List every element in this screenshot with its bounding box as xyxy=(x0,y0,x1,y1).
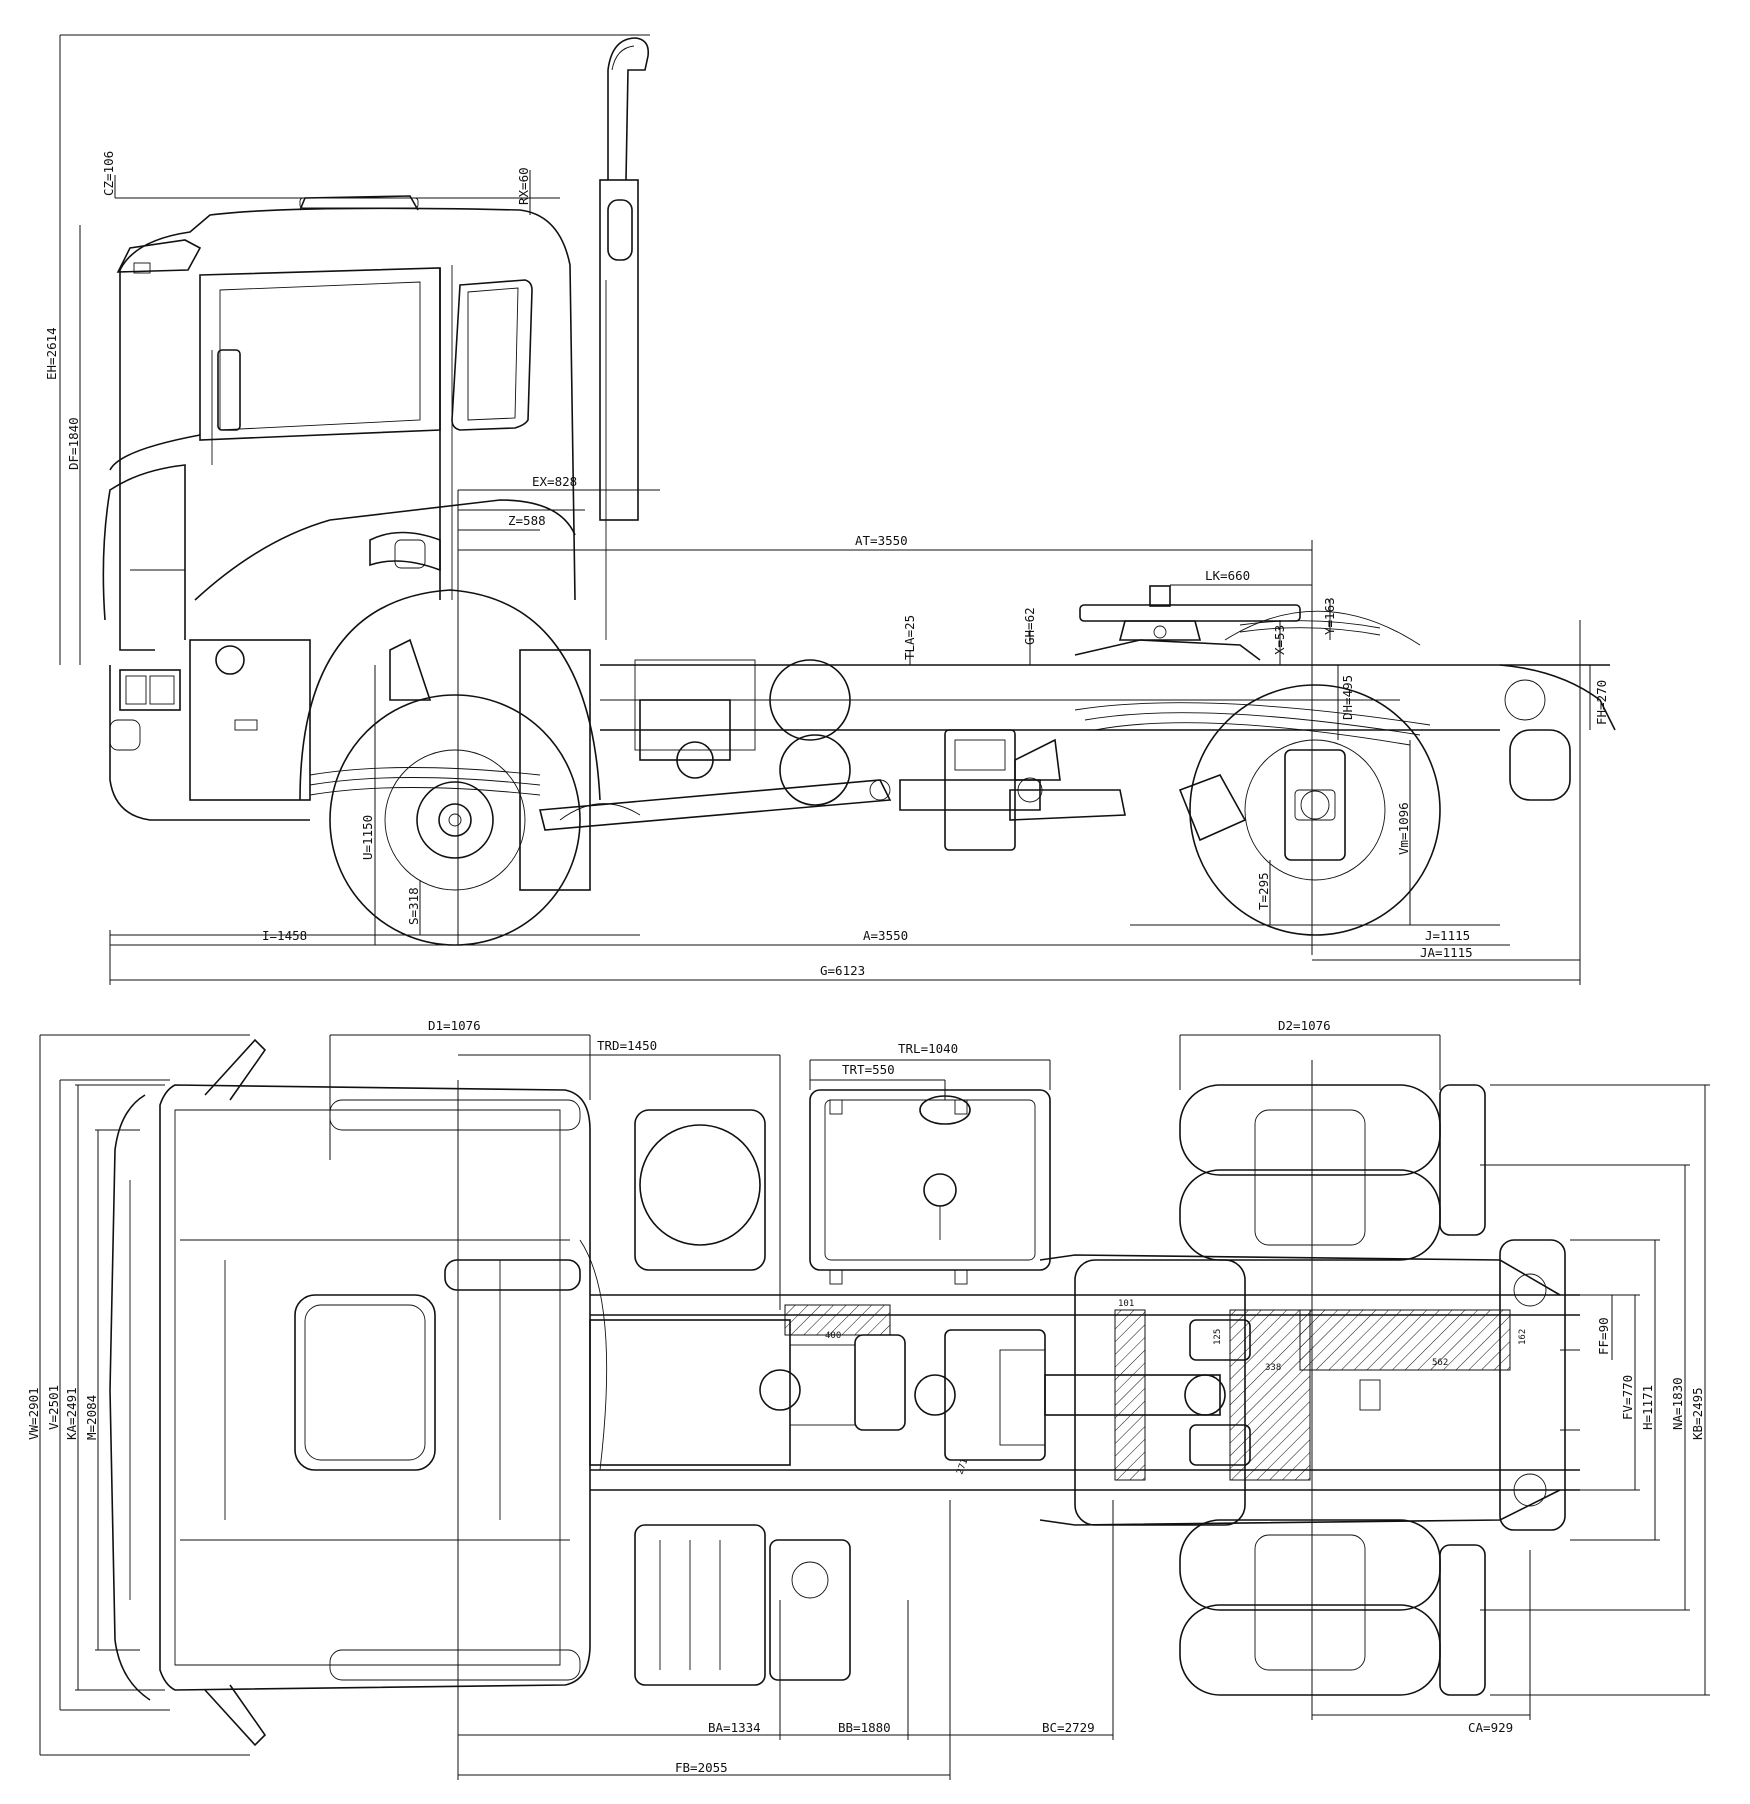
dim-ca: CA=929 xyxy=(1468,1720,1513,1735)
dim-d1: D1=1076 xyxy=(428,1018,481,1033)
dim-ka: KA=2491 xyxy=(64,1387,79,1440)
dim-j: J=1115 xyxy=(1425,928,1470,943)
dim-400: 400 xyxy=(825,1331,841,1341)
dim-d2: D2=1076 xyxy=(1278,1018,1331,1033)
front-wheel xyxy=(299,589,641,946)
dim-v: V=2501 xyxy=(46,1385,61,1430)
dim-cz: CZ=106 xyxy=(101,151,116,196)
dim-eh: EH=2614 xyxy=(44,327,59,380)
dim-x: X=53 xyxy=(1272,625,1287,655)
cab-side xyxy=(102,195,576,821)
dim-tla: TLA=25 xyxy=(902,615,917,660)
dim-fh: FH=270 xyxy=(1594,680,1609,725)
chassis-rails-top xyxy=(590,1254,1580,1526)
dim-fv: FV=770 xyxy=(1620,1375,1635,1420)
dim-vw: VW=2901 xyxy=(26,1387,41,1440)
dim-lk: LK=660 xyxy=(1205,568,1250,583)
dim-g: G=6123 xyxy=(820,963,865,978)
exhaust-stack xyxy=(599,37,650,640)
dim-at: AT=3550 xyxy=(855,533,908,548)
dim-vm: Vm=1096 xyxy=(1396,802,1411,855)
dim-ja: JA=1115 xyxy=(1420,945,1473,960)
dim-bc: BC=2729 xyxy=(1042,1720,1095,1735)
fifth-wheel-top xyxy=(784,1259,1511,1526)
dim-a: A=3550 xyxy=(863,928,908,943)
dim-trt: TRT=550 xyxy=(842,1062,895,1077)
dim-bb: BB=1880 xyxy=(838,1720,891,1735)
dim-gh: GH=62 xyxy=(1022,607,1037,645)
dim-s: S=318 xyxy=(406,887,421,925)
dim-trl: TRL=1040 xyxy=(898,1041,958,1056)
chassis-frame-side xyxy=(600,585,1616,801)
dim-ba: BA=1334 xyxy=(708,1720,761,1735)
dim-m: M=2084 xyxy=(84,1395,99,1440)
dim-101: 101 xyxy=(1118,1299,1134,1309)
dim-562: 562 xyxy=(1432,1358,1448,1368)
dim-t: T=295 xyxy=(1256,872,1271,910)
cab-top xyxy=(109,1038,591,1747)
dim-i: I=1458 xyxy=(262,928,307,943)
dim-162: 162 xyxy=(1518,1329,1528,1345)
dim-125: 125 xyxy=(1213,1329,1223,1345)
side-view: CZ=106 RX=60 EH=2614 DF=1840 EX=828 Z=58… xyxy=(44,34,1616,985)
dim-dh: DH=495 xyxy=(1340,675,1355,720)
components-top xyxy=(444,1109,851,1686)
dim-kb: KB=2495 xyxy=(1690,1387,1705,1440)
dim-h: H=1171 xyxy=(1640,1385,1655,1430)
rear-wheel xyxy=(1074,620,1441,936)
dim-338: 338 xyxy=(1265,1363,1281,1373)
dim-trd: TRD=1450 xyxy=(597,1038,657,1053)
rear-wheels-top xyxy=(1179,1084,1580,1696)
drivetrain-side xyxy=(538,659,1126,851)
dim-z: Z=588 xyxy=(508,513,546,528)
dim-fb: FB=2055 xyxy=(675,1760,728,1775)
dim-rx: RX=60 xyxy=(516,167,531,205)
dim-na: NA=1830 xyxy=(1670,1377,1685,1430)
dim-ex: EX=828 xyxy=(532,474,577,489)
dim-y: Y=163 xyxy=(1322,597,1337,635)
top-view: D1=1076 TRD=1450 TRL=1040 TRT=550 D2=107… xyxy=(26,1018,1710,1780)
dim-u: U=1150 xyxy=(360,815,375,860)
fifth-wheel-swing-arc xyxy=(1224,610,1421,646)
dim-ff: FF=90 xyxy=(1596,1317,1611,1355)
fuel-tank-top xyxy=(809,1089,1051,1285)
dim-df: DF=1840 xyxy=(66,417,81,470)
